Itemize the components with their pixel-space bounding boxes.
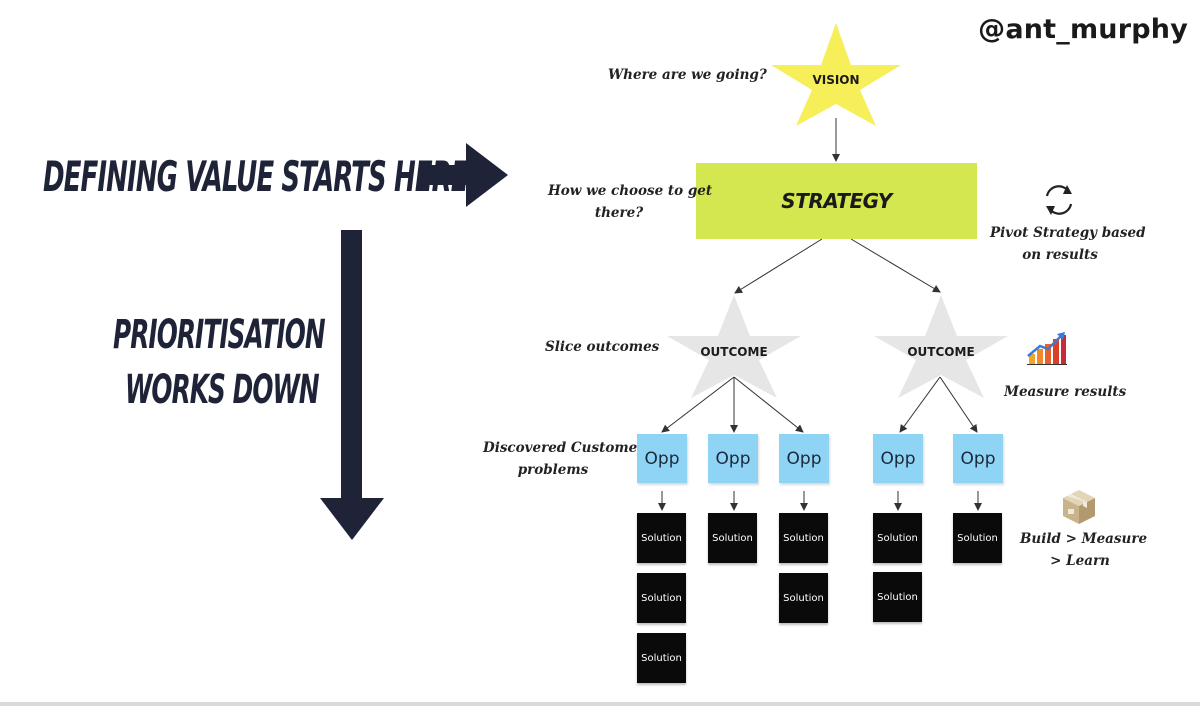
solution-sticky: Solution <box>779 513 828 563</box>
solution-sticky: Solution <box>637 513 686 563</box>
solution-sticky: Solution <box>637 633 686 683</box>
opp-sticky: Opp <box>779 434 829 483</box>
solution-sticky: Solution <box>779 573 828 623</box>
build-measure-learn-note: Build > Measure > Learn <box>1020 528 1148 572</box>
right-arrow-icon <box>420 143 508 207</box>
growth-chart-icon <box>1027 332 1067 365</box>
pivot-note: Pivot Strategy based on results <box>990 222 1146 266</box>
strategy-note-line1: How we choose to get <box>548 183 713 199</box>
strategy-note: How we choose to get there? <box>548 180 713 224</box>
opp-sticky: Opp <box>873 434 923 483</box>
strategy-box: STRATEGY <box>696 163 977 239</box>
opp-sticky: Opp <box>953 434 1003 483</box>
solution-sticky: Solution <box>953 513 1002 563</box>
measure-results-note: Measure results <box>1004 384 1127 400</box>
solution-sticky: Solution <box>873 513 922 563</box>
headline-defining-value: DEFINING VALUE STARTS HERE <box>43 152 469 201</box>
prioritisation-line1: PRIORITISATION <box>113 312 326 358</box>
package-box-icon <box>1063 490 1095 524</box>
opp-sticky: Opp <box>708 434 758 483</box>
prioritisation-line2: WORKS DOWN <box>125 367 320 413</box>
refresh-cycle-icon <box>1045 185 1073 215</box>
solution-sticky: Solution <box>637 573 686 623</box>
customer-problems-line1: Discovered Customer <box>483 440 645 456</box>
outcome-label-right: OUTCOME <box>907 345 975 359</box>
outcome-star-right <box>874 295 1008 398</box>
customer-problems-note: Discovered Customer problems <box>483 437 645 481</box>
strategy-label: STRATEGY <box>781 189 892 213</box>
build-line2: > Learn <box>1050 553 1110 569</box>
vision-label: VISION <box>812 73 860 87</box>
strategy-note-line2: there? <box>594 205 644 221</box>
outcome-label-left: OUTCOME <box>700 345 768 359</box>
down-arrow-icon <box>320 230 384 540</box>
pivot-note-line1: Pivot Strategy based <box>990 225 1146 241</box>
opp-sticky: Opp <box>637 434 687 483</box>
bottom-divider <box>0 702 1200 706</box>
outcome-star-left <box>667 295 801 398</box>
build-line1: Build > Measure <box>1020 531 1148 547</box>
author-handle: @ant_murphy <box>978 14 1188 45</box>
pivot-note-line2: on results <box>1022 247 1098 263</box>
solution-sticky: Solution <box>873 572 922 622</box>
solution-sticky: Solution <box>708 513 757 563</box>
vision-star <box>771 23 901 126</box>
vision-note: Where are we going? <box>608 67 767 83</box>
slice-outcomes-note: Slice outcomes <box>545 339 660 355</box>
customer-problems-line2: problems <box>517 462 589 478</box>
